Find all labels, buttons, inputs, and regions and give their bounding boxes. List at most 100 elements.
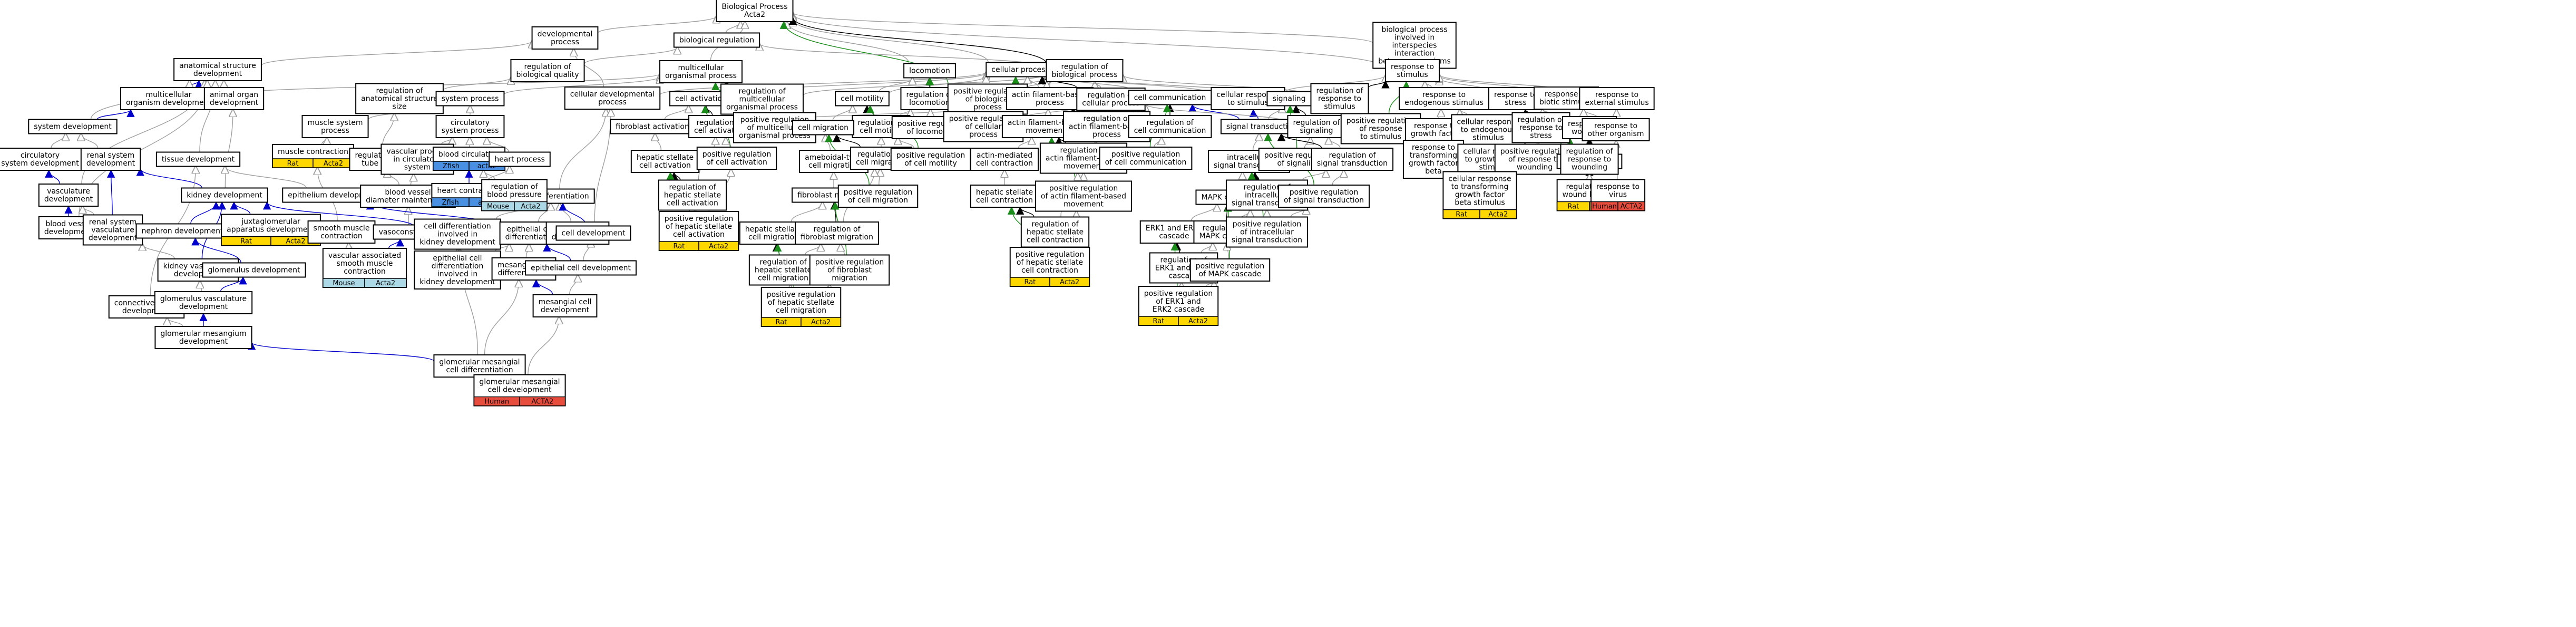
term-node-cellproc[interactable]: cellular process [985, 62, 1055, 78]
term-node-heartproc[interactable]: heart process [489, 151, 551, 167]
term-label: tissue development [162, 156, 235, 164]
edge-regulates [1173, 242, 1182, 253]
species-tag: Rat [1556, 201, 1590, 211]
edge-is-a [487, 138, 510, 152]
term-node-fibroact[interactable]: fibroblast activation [610, 119, 695, 134]
term-label: blood pressure [487, 191, 542, 199]
edge-is-a [224, 81, 228, 88]
term-box [837, 185, 919, 208]
term-node-locomotion[interactable]: locomotion [903, 63, 956, 79]
term-label: stimulus [1472, 134, 1504, 142]
term-node-cellcomm[interactable]: cell communication [1128, 90, 1212, 105]
term-label: cell contraction [1021, 266, 1078, 275]
term-label: process [321, 127, 349, 135]
term-label: regulation of [1329, 151, 1376, 160]
term-label: process [598, 98, 627, 107]
term-label: vasculature [91, 226, 134, 235]
edge-is-a [142, 244, 175, 259]
term-node-kidneydev[interactable]: kidney development [181, 187, 268, 203]
term-node-cellmig[interactable]: cell migration [792, 120, 855, 136]
term-node-epicelldev[interactable]: epithelial cell development [525, 260, 637, 276]
species-tag: Human [473, 396, 520, 407]
term-box [154, 326, 252, 349]
term-node-sysproc[interactable]: system process [435, 91, 505, 107]
term-node-sysdev[interactable]: system development [28, 119, 118, 134]
term-label: migration [832, 274, 867, 283]
term-label: response to [1414, 122, 1457, 130]
term-node-nephrondev[interactable]: nephron development [135, 223, 229, 239]
term-node-glomdev[interactable]: glomerulus development [202, 262, 306, 278]
term-node-tissuedev[interactable]: tissue development [155, 151, 241, 167]
term-node-bioreg[interactable]: biological regulation [673, 32, 760, 48]
term-node-signaling[interactable]: signaling [1266, 91, 1312, 107]
term-node-cellmot[interactable]: cell motility [835, 91, 890, 107]
term-label: anatomical structure [179, 62, 256, 70]
term-node-celldevt[interactable]: cell development [555, 225, 631, 241]
edge-is-a [443, 78, 511, 91]
